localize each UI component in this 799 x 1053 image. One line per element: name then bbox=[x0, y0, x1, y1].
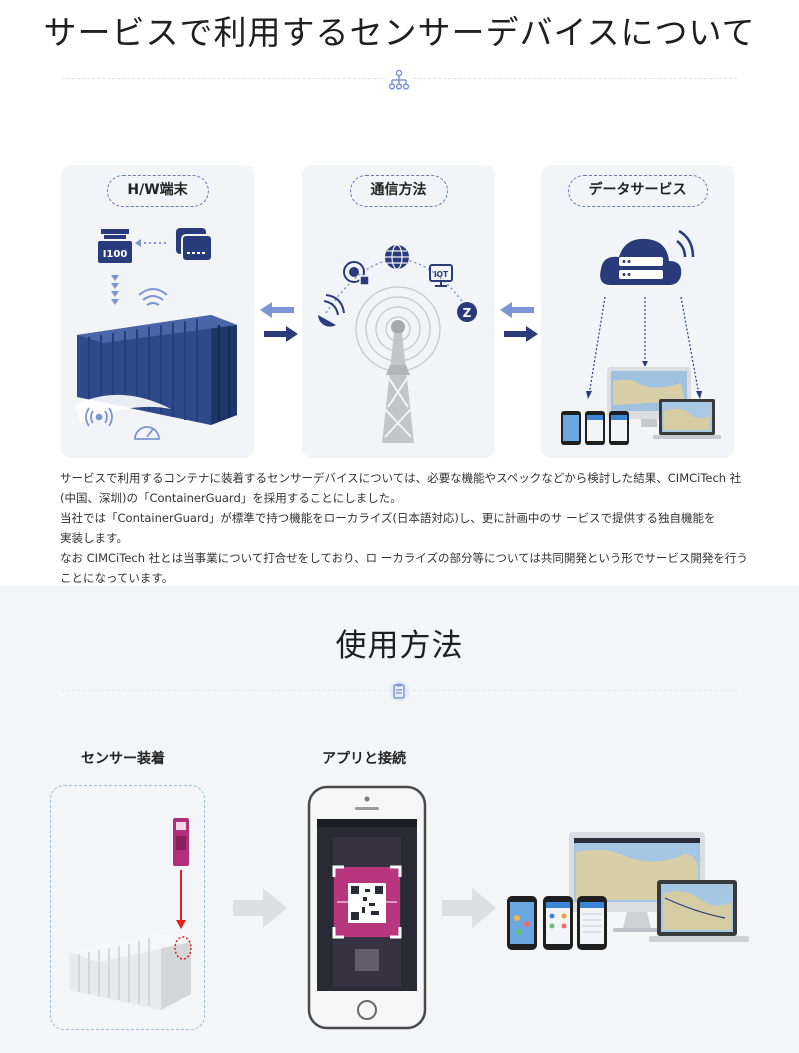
page-title: サービスで利用するセンサーデバイスについて bbox=[43, 13, 756, 52]
wireless-sensor-icon bbox=[343, 261, 370, 286]
description-line: なお CIMCiTech 社とは当事業について打合せをしており、ロ ーカライズの… bbox=[60, 551, 748, 565]
signal-broadcast-icon bbox=[85, 407, 113, 427]
data-service-panel: データサービス bbox=[541, 165, 734, 458]
zigbee-label: Z bbox=[463, 306, 472, 320]
sensor-device bbox=[173, 818, 189, 866]
phone-devices bbox=[561, 411, 629, 445]
step-arrow-2 bbox=[442, 888, 496, 928]
description-line: 当社では「ContainerGuard」が標準で持つ機能をローカライズ(日本語対… bbox=[60, 511, 716, 525]
data-service-label: データサービス bbox=[567, 175, 708, 207]
sensor-mount-illustration bbox=[69, 818, 192, 1010]
communication-label: 通信方法 bbox=[349, 175, 448, 207]
smartphone-app-illustration bbox=[307, 785, 427, 1030]
hw-terminal-panel: H/W端末 I100 bbox=[61, 165, 254, 458]
card-icon bbox=[176, 228, 213, 262]
laptop bbox=[649, 880, 749, 942]
sensor-mount-box bbox=[50, 785, 205, 1030]
data-service-illustration bbox=[561, 229, 721, 445]
description-line: ことになっています。 bbox=[60, 571, 174, 585]
description-line: (中国、深圳)の「ContainerGuard」を採用することにしました。 bbox=[60, 491, 402, 505]
zigbee-icon: Z bbox=[457, 302, 477, 322]
step-app-label: アプリと接続 bbox=[322, 751, 406, 767]
connected-devices-illustration bbox=[507, 832, 749, 950]
smartphones bbox=[507, 896, 607, 950]
globe-icon bbox=[385, 244, 409, 270]
qr-scan-frame bbox=[332, 865, 402, 939]
network-tree-icon bbox=[385, 66, 413, 94]
hw-terminal-illustration: I100 bbox=[75, 228, 237, 440]
description-text: サービスで利用するコンテナに装着するセンサーデバイスについては、必要な機能やスペ… bbox=[60, 468, 750, 588]
svg-text:I100: I100 bbox=[103, 249, 128, 260]
laptop-device bbox=[653, 399, 721, 439]
step-sensor-label: センサー装着 bbox=[81, 751, 165, 767]
gauge-icon bbox=[134, 426, 160, 440]
satellite-dish-icon bbox=[318, 294, 345, 327]
communication-panel: 通信方法 bbox=[302, 165, 495, 458]
white-container bbox=[69, 932, 191, 1010]
description-line: サービスで利用するコンテナに装着するセンサーデバイスについては、必要な機能やスペ… bbox=[60, 471, 742, 485]
iot-label: IOT bbox=[434, 270, 449, 279]
panel-arrow-2 bbox=[500, 302, 538, 342]
communication-illustration: IOT Z bbox=[318, 244, 477, 443]
hw-terminal-label: H/W端末 bbox=[106, 175, 209, 207]
description-line: 実装します。 bbox=[60, 531, 128, 545]
sensor-device-icon: I100 bbox=[98, 229, 132, 263]
wifi-icon bbox=[138, 288, 168, 306]
clipboard-icon bbox=[385, 677, 413, 705]
step-arrow-1 bbox=[233, 888, 287, 928]
panel-arrow-1 bbox=[260, 302, 298, 342]
usage-title: 使用方法 bbox=[335, 628, 464, 664]
desktop-monitor bbox=[569, 832, 705, 932]
iot-icon: IOT bbox=[429, 264, 453, 287]
radio-tower bbox=[382, 320, 414, 443]
cloud-server-icon bbox=[600, 229, 695, 285]
